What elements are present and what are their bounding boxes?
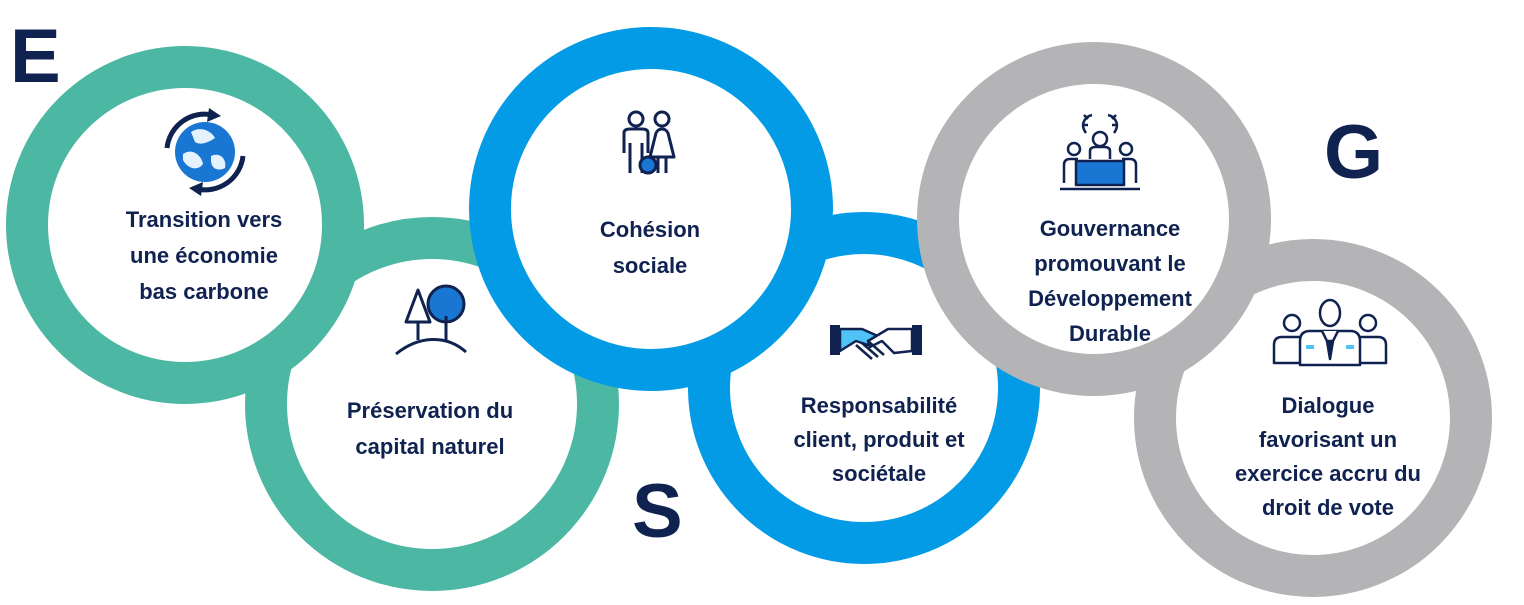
theme-line: promouvant le: [1034, 251, 1186, 276]
theme-line: capital naturel: [355, 434, 504, 459]
theme-line: Cohésion: [600, 217, 700, 242]
theme-label-cohesion: Cohésion sociale: [600, 217, 700, 278]
theme-line: droit de vote: [1262, 495, 1394, 520]
handshake-icon: [830, 325, 922, 360]
business-people-icon: [1272, 298, 1388, 367]
theme-line: Gouvernance: [1040, 216, 1181, 241]
ring-cohesion: [469, 27, 833, 391]
theme-label-transition: Transition vers une économie bas carbone: [126, 207, 283, 304]
theme-line: sociale: [613, 253, 688, 278]
theme-label-preservation: Préservation du capital naturel: [347, 398, 513, 459]
theme-line: Durable: [1069, 321, 1151, 346]
theme-label-gouvernance: Gouvernance promouvant le Développement …: [1028, 216, 1192, 346]
pillar-letter-g: G: [1324, 110, 1383, 195]
theme-line: favorisant un: [1259, 427, 1397, 452]
theme-line: Développement: [1028, 286, 1192, 311]
theme-line: Dialogue: [1282, 393, 1375, 418]
theme-line: Transition vers: [126, 207, 283, 232]
ring-dialogue: [1134, 239, 1492, 597]
rings: [6, 27, 1492, 597]
theme-line: exercice accru du: [1235, 461, 1421, 486]
theme-line: client, produit et: [793, 427, 965, 452]
pillar-letter-s: S: [632, 469, 683, 554]
ring-gouvernance: [917, 42, 1271, 396]
theme-line: Responsabilité: [801, 393, 957, 418]
theme-line: Préservation du: [347, 398, 513, 423]
earth-globe-icon: [164, 108, 246, 196]
theme-label-responsabilite: Responsabilité client, produit et sociét…: [793, 393, 965, 486]
people-icon: [622, 110, 676, 175]
theme-line: sociétale: [832, 461, 926, 486]
theme-line: une économie: [130, 243, 278, 268]
theme-label-dialogue: Dialogue favorisant un exercice accru du…: [1235, 393, 1421, 520]
pillar-letter-e: E: [10, 14, 61, 99]
meeting-table-icon: [1060, 113, 1140, 191]
ring-transition: [6, 46, 364, 404]
theme-line: bas carbone: [139, 279, 269, 304]
trees-icon: [395, 284, 468, 356]
